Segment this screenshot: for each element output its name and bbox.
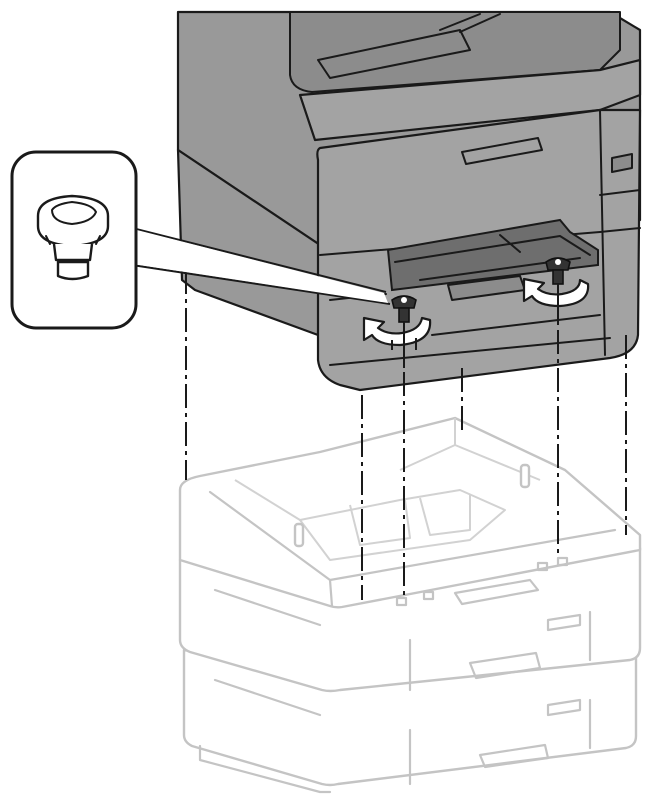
cassette-unit-icon (178, 416, 642, 794)
callout-icon (10, 150, 391, 330)
rotate-arrow-icon (362, 277, 590, 368)
screw-icon (391, 257, 571, 323)
alignment-guides (185, 270, 627, 600)
printer-icon (176, 10, 642, 392)
